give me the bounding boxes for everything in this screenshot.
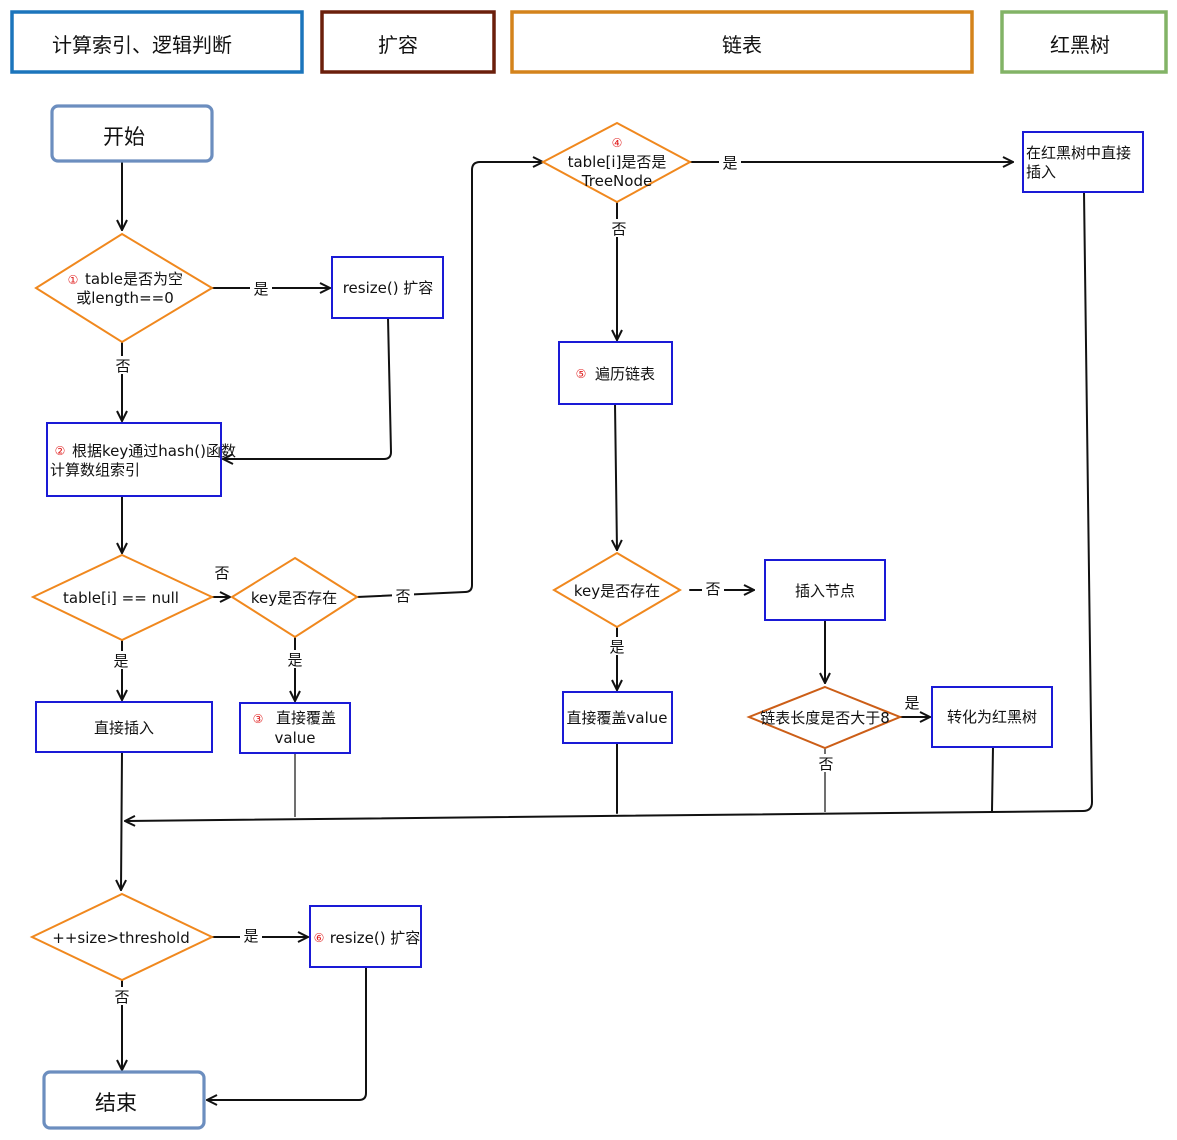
rbtree-insert-line2: 插入 (1026, 163, 1056, 181)
legend-rb-tree-label: 红黑树 (1050, 33, 1110, 57)
edge-labels: 是 否 否 是 是 否 是 否 否 是 是 否 是 否 (110, 153, 920, 1006)
step-3-marker: ③ (253, 712, 264, 726)
label-dkey1-yes: 是 (287, 651, 302, 669)
overwrite-value-line2: value (275, 729, 316, 747)
label-d4-yes: 是 (722, 154, 737, 172)
label-dsize-no: 否 (114, 988, 129, 1006)
decision-size-label: ++size>threshold (52, 929, 189, 947)
legend-linked-list: 链表 (510, 10, 974, 74)
legend-linked-list-label: 链表 (722, 33, 762, 57)
edge-p5-dkey2 (610, 403, 623, 551)
label-dlen-no: 否 (818, 755, 833, 773)
legend-index-label: 计算索引、逻辑判断 (52, 33, 232, 57)
legend-index: 计算索引、逻辑判断 (10, 10, 304, 74)
decision-1-line2: 或length==0 (76, 289, 174, 307)
edge-dkey1-d4 (356, 156, 544, 598)
resize-2-label: resize() 扩容 (330, 929, 421, 947)
nodes: 开始 ① table是否为空 或length==0 resize() 扩容 ② … (29, 104, 1144, 1130)
rbtree-insert-line1: 在红黑树中直接 (1026, 144, 1131, 162)
start-label: 开始 (103, 125, 145, 149)
edge-resize-p2 (222, 317, 392, 465)
traverse-list-process: ⑤ 遍历链表 (558, 341, 673, 405)
label-dnull-no: 否 (214, 564, 229, 582)
decision-null-label: table[i] == null (63, 589, 179, 607)
decision-key1-label: key是否存在 (251, 589, 337, 607)
edge-insert-dsize (115, 751, 127, 891)
overwrite-value-line1: 直接覆盖 (276, 709, 336, 727)
decision-treenode: ④ table[i]是否是 TreeNode (540, 121, 693, 204)
convert-rbtree-label: 转化为红黑树 (947, 708, 1037, 726)
convert-rbtree-process: 转化为红黑树 (931, 686, 1053, 748)
decision-treenode-line1: table[i]是否是 (568, 153, 667, 171)
end-node: 结束 (42, 1070, 206, 1130)
label-d4-no: 否 (611, 220, 626, 238)
label-dkey2-yes: 是 (609, 638, 624, 656)
label-d1-yes: 是 (253, 280, 268, 298)
overwrite-value-process-1: ③ 直接覆盖 value (239, 702, 351, 754)
rbtree-insert-process: 在红黑树中直接 插入 (1022, 131, 1144, 193)
direct-insert-process: 直接插入 (35, 701, 213, 753)
label-dkey1-no: 否 (395, 587, 410, 605)
decision-treenode-line2: TreeNode (581, 172, 652, 190)
step-2-marker: ② (55, 444, 66, 458)
label-dnull-yes: 是 (113, 652, 128, 670)
decision-key-exists-1: key是否存在 (230, 556, 359, 639)
compute-index-process: ② 根据key通过hash()函数 计算数组索引 (46, 422, 236, 497)
label-d1-no: 否 (115, 357, 130, 375)
resize-process-1: resize() 扩容 (331, 256, 444, 319)
edge-torbtree-merge (991, 746, 994, 812)
overwrite-value-process-2: 直接覆盖value (562, 691, 673, 744)
step-4-marker: ④ (612, 136, 623, 150)
overwrite-value-2-label: 直接覆盖value (567, 709, 668, 727)
direct-insert-label: 直接插入 (94, 719, 154, 737)
edges (115, 156, 1093, 1106)
step-5-marker: ⑤ (576, 367, 587, 381)
resize-1-label: resize() 扩容 (343, 279, 434, 297)
compute-index-line1: 根据key通过hash()函数 (72, 442, 236, 460)
insert-node-process: 插入节点 (764, 559, 886, 621)
edge-resize6-end (206, 967, 367, 1106)
decision-list-length: 链表长度是否大于8 (746, 685, 903, 750)
resize-process-2: ⑥ resize() 扩容 (309, 905, 422, 968)
traverse-list-label: 遍历链表 (595, 365, 655, 383)
legend: 计算索引、逻辑判断 扩容 链表 红黑树 (10, 10, 1168, 74)
insert-node-label: 插入节点 (795, 582, 855, 600)
decision-size-threshold: ++size>threshold (29, 892, 215, 982)
decision-1-line1: table是否为空 (85, 270, 183, 288)
label-dkey2-no: 否 (705, 580, 720, 598)
decision-table-empty: ① table是否为空 或length==0 (34, 232, 214, 344)
step-1-marker: ① (68, 273, 79, 287)
edge-merge-line (124, 191, 1093, 827)
decision-table-null: table[i] == null (30, 553, 215, 642)
decision-length-label: 链表长度是否大于8 (760, 709, 890, 727)
legend-resize: 扩容 (320, 10, 496, 74)
start-node: 开始 (50, 104, 214, 163)
label-dlen-yes: 是 (904, 694, 919, 712)
step-6-marker: ⑥ (314, 931, 325, 945)
decision-key2-label: key是否存在 (574, 582, 660, 600)
legend-resize-label: 扩容 (378, 33, 418, 57)
end-label: 结束 (95, 1091, 137, 1115)
decision-key-exists-2: key是否存在 (552, 551, 682, 629)
label-dsize-yes: 是 (243, 927, 258, 945)
compute-index-line2: 计算数组索引 (50, 461, 140, 479)
legend-rb-tree: 红黑树 (1000, 10, 1168, 74)
